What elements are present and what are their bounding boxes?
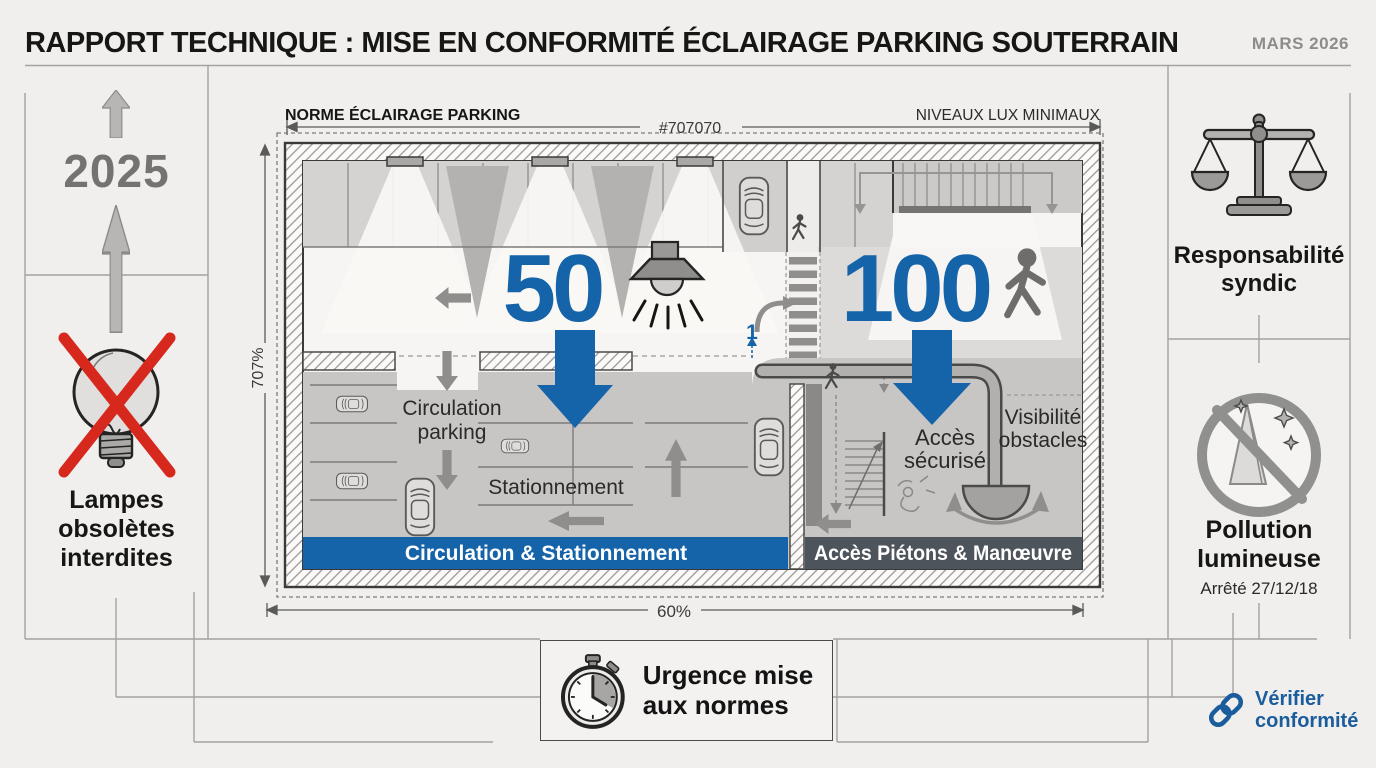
blue-arrow-down <box>893 330 971 425</box>
svg-text:obstacles: obstacles <box>999 429 1088 452</box>
walking-person-icon <box>1004 248 1046 319</box>
justice-scales-icon <box>1190 113 1328 216</box>
page-title: RAPPORT TECHNIQUE : MISE EN CONFORMITÉ É… <box>25 27 1179 60</box>
banner-acces <box>805 537 1082 569</box>
svg-text:sécurisé: sécurisé <box>904 448 986 473</box>
layout-grid-lines <box>24 64 1351 743</box>
banner-circulation-label: Circulation & Stationnement <box>405 542 687 565</box>
page-title-strong: RAPPORT TECHNIQUE : <box>25 27 354 59</box>
stopwatch-icon <box>560 653 625 729</box>
red-cross-icon <box>58 332 176 478</box>
scooter-doodle <box>897 475 936 513</box>
lux-values: 50 100 1 <box>503 235 994 344</box>
banned-bulb-icon <box>58 332 176 478</box>
banner-circulation <box>303 537 788 569</box>
no-light-pollution-icon <box>1197 393 1321 517</box>
level-marker: 1 <box>746 321 758 344</box>
deadline-year: 2025 <box>63 145 170 197</box>
svg-text:Visibilité: Visibilité <box>1005 406 1082 429</box>
timeline-arrow-icon <box>102 90 130 333</box>
page-title-rest: MISE EN CONFORMITÉ ÉCLAIRAGE PARKING SOU… <box>361 27 1179 59</box>
ceiling-light-cones <box>321 156 779 333</box>
parking-floor-plan: 50 100 1 Circulation <box>283 141 1102 589</box>
svg-text:parking: parking <box>418 421 487 444</box>
traffic-arrows <box>435 287 851 534</box>
plan-title-right: NIVEAUX LUX MINIMAUX <box>916 107 1101 124</box>
plan-dashed-boundary <box>276 132 1104 598</box>
pendant-lamp-icon <box>628 240 706 330</box>
stall-lines <box>310 384 748 506</box>
blue-arrow-down <box>537 330 613 428</box>
lux-access-value: 100 <box>841 235 990 342</box>
pollution-decree-ref: Arrêté 27/12/18 <box>1200 579 1318 598</box>
dim-bottom-label: 60% <box>657 602 691 621</box>
banned-lamps-caption: Lampes obsolètes interdites <box>58 486 175 572</box>
report-date: MARS 2026 <box>1251 34 1349 53</box>
dim-height-label: 707% <box>250 348 267 389</box>
dimension-lines <box>259 119 1102 617</box>
syndic-caption: Responsabilité syndic <box>1173 242 1345 298</box>
verify-conformity-link[interactable]: Vérifier conformité <box>1206 688 1376 732</box>
zone-labels: Circulation parking Stationnement Accès … <box>402 397 1087 499</box>
plan-title-left: NORME ÉCLAIRAGE PARKING <box>285 105 520 124</box>
banner-labels: Circulation & Stationnement Accès Piéton… <box>405 542 1072 565</box>
link-icon <box>1208 692 1244 728</box>
svg-text:Circulation: Circulation <box>402 397 501 420</box>
convex-mirror <box>754 363 1049 525</box>
urgency-callout: Urgence mise aux normes <box>540 640 833 741</box>
verify-conformity-label: Vérifier conformité <box>1255 688 1359 732</box>
banner-acces-label: Accès Piétons & Manœuvre <box>814 542 1072 565</box>
svg-text:Stationnement: Stationnement <box>488 476 624 499</box>
dim-width-label: #707070 <box>659 120 721 137</box>
pollution-caption: Pollution lumineuse <box>1197 516 1321 573</box>
urgency-label: Urgence mise aux normes <box>642 659 814 720</box>
svg-text:Accès: Accès <box>915 425 975 450</box>
lux-circulation-value: 50 <box>503 235 602 342</box>
